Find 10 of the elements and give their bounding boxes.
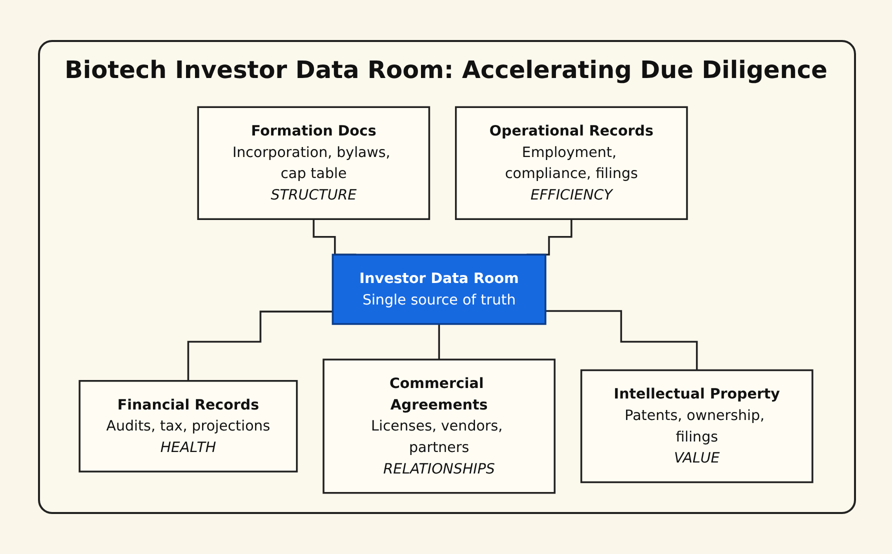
node-box: Intellectual Property Patents, ownership, filings VALUE bbox=[580, 369, 814, 484]
node-box: Investor Data Room Single source of truth bbox=[332, 254, 546, 325]
connector bbox=[438, 323, 440, 360]
connector bbox=[187, 310, 333, 382]
node-box: Formation Docs Incorporation, bylaws, cap table STRUCTURE bbox=[197, 106, 430, 220]
node-box: Commercial Agreements Licenses, vendors, partners RELATIONSHIPS bbox=[322, 358, 556, 494]
connector bbox=[545, 310, 698, 372]
diagram-title: Biotech Investor Data Room: Accelerating Due Diligence bbox=[64, 56, 828, 84]
node-box: Operational Records Employment, compliance, filings EFFICIENCY bbox=[454, 106, 688, 220]
node-box: Financial Records Audits, tax, projections HEALTH bbox=[78, 380, 298, 472]
